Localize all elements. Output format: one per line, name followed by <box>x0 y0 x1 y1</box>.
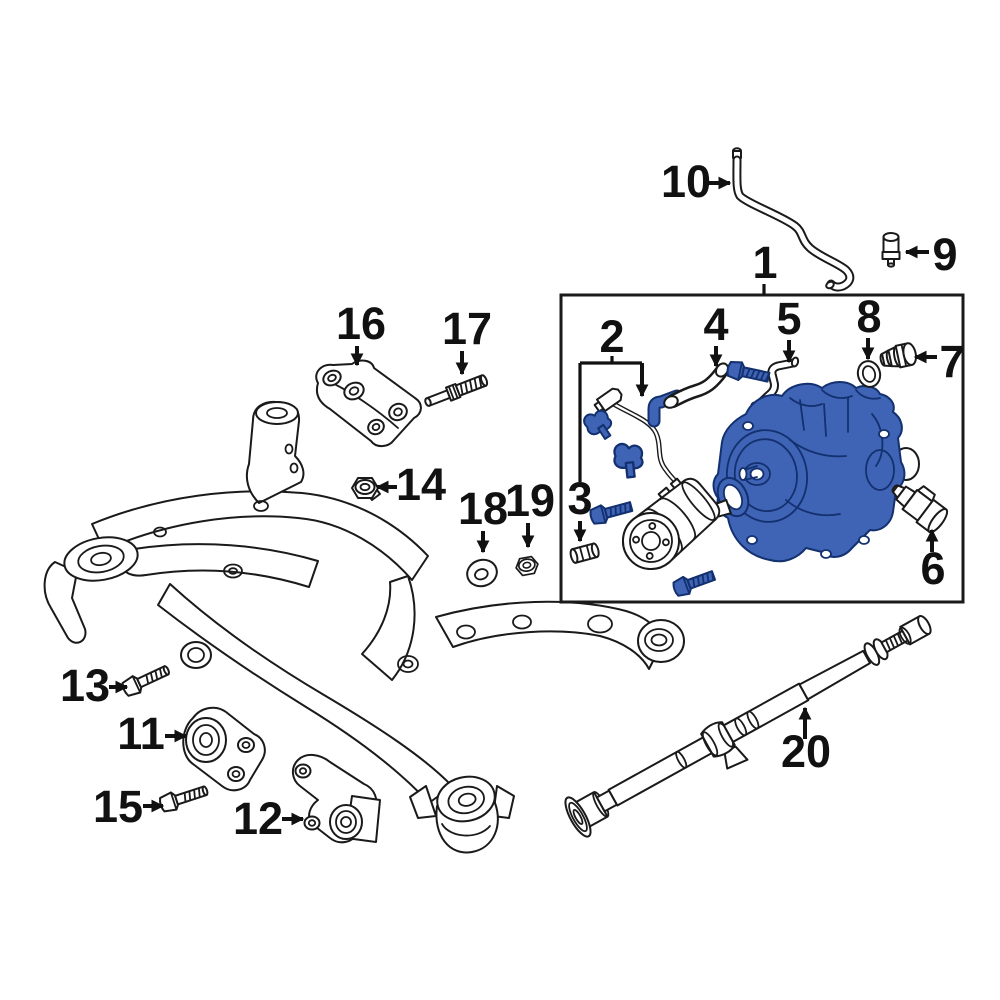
callout-3-label: 3 <box>567 473 592 524</box>
callout-15-label: 15 <box>93 781 143 832</box>
callout-16: 16 <box>336 298 386 367</box>
bolt-13 <box>121 665 170 697</box>
small-bushing <box>180 641 212 669</box>
callout-17: 17 <box>442 303 492 376</box>
subframe-crossmember <box>43 400 685 854</box>
bolt-15 <box>158 785 209 813</box>
callout-9-label: 9 <box>932 229 957 280</box>
callout-2-bracket <box>578 356 642 482</box>
callout-13: 13 <box>60 660 129 711</box>
upper-bracket-16 <box>315 359 422 448</box>
callout-2: 2 <box>578 311 649 482</box>
stud-bolt-17 <box>424 374 489 407</box>
harness-clip <box>583 409 613 440</box>
breather-valve <box>881 232 901 268</box>
callout-11-label: 11 <box>117 708 165 759</box>
callout-19-label: 19 <box>505 475 555 526</box>
right-arm <box>435 600 685 670</box>
callout-12-label: 12 <box>233 793 283 844</box>
callout-8-label: 8 <box>856 291 881 342</box>
bolt <box>726 361 771 383</box>
washer-18 <box>466 558 498 588</box>
elbow-fitting <box>647 389 684 428</box>
callout-2-label: 2 <box>599 311 624 362</box>
bolt <box>672 570 717 597</box>
callouts: 1 2 3 4 5 6 7 8 <box>60 156 965 844</box>
o-ring <box>856 360 882 388</box>
nut-19 <box>515 555 539 577</box>
callout-18-label: 18 <box>458 483 508 534</box>
callout-7-label: 7 <box>939 336 964 387</box>
callout-8: 8 <box>856 291 882 361</box>
propeller-shaft <box>564 615 932 838</box>
bottom-bushing <box>409 775 515 854</box>
callout-18: 18 <box>458 483 508 554</box>
callout-15: 15 <box>93 781 165 832</box>
left-bushing <box>63 536 139 582</box>
nut-14 <box>351 477 379 499</box>
bolt <box>589 501 634 525</box>
callout-6: 6 <box>920 528 946 594</box>
differential-assembly <box>569 342 949 597</box>
callout-7: 7 <box>913 336 965 387</box>
plug <box>879 342 917 369</box>
mount-bracket-11 <box>182 706 266 792</box>
callout-16-label: 16 <box>336 298 386 349</box>
callout-12: 12 <box>233 793 305 844</box>
callout-17-label: 17 <box>442 303 492 354</box>
callout-20: 20 <box>781 706 831 777</box>
mount-bracket-12 <box>292 754 381 844</box>
sensor <box>891 484 949 534</box>
callout-3: 3 <box>567 473 593 543</box>
callout-19: 19 <box>505 475 555 549</box>
callout-14-label: 14 <box>396 459 446 510</box>
pin <box>569 542 600 564</box>
callout-11: 11 <box>117 708 188 759</box>
callout-5: 5 <box>776 293 802 364</box>
callout-4-label: 4 <box>703 299 728 350</box>
callout-10-label: 10 <box>661 156 711 207</box>
callout-4: 4 <box>703 299 729 368</box>
callout-13-label: 13 <box>60 660 110 711</box>
vent-tube <box>732 147 855 292</box>
coupling <box>622 477 732 570</box>
callout-1-label: 1 <box>752 237 777 288</box>
callout-1: 1 <box>752 237 778 295</box>
callout-14: 14 <box>375 459 446 510</box>
callout-10: 10 <box>661 156 732 207</box>
harness-clip <box>613 442 644 479</box>
callout-9: 9 <box>904 229 958 280</box>
callout-5-label: 5 <box>776 293 801 344</box>
